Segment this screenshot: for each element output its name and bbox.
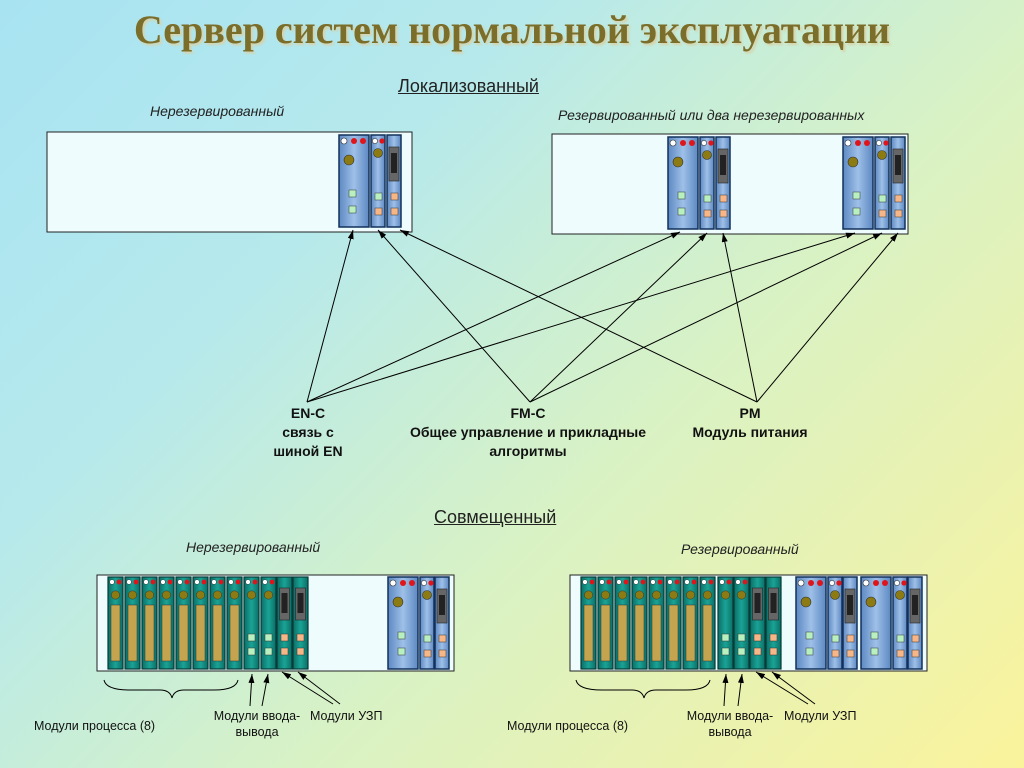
io-module: [717, 576, 734, 670]
en-c-desc-line1: связь с: [282, 424, 334, 440]
process-module: [158, 576, 175, 670]
process-module: [597, 576, 614, 670]
pm-module: [434, 576, 450, 670]
fm-c-module: [370, 134, 386, 228]
uzp-module: [292, 576, 309, 670]
io-module: [733, 576, 750, 670]
combined-redundant-chassis: [569, 574, 928, 672]
left-uzp-modules-label: Модули УЗП: [310, 709, 383, 723]
connector-arrows: [306, 229, 899, 403]
left-callouts: [103, 671, 341, 707]
io-module: [260, 576, 277, 670]
combined-heading: Совмещенный: [434, 507, 557, 527]
en-c-module: [338, 134, 370, 228]
process-module: [682, 576, 699, 670]
localized-redundant-chassis: [551, 133, 909, 235]
fm-c-module: [892, 576, 908, 670]
localized-nonredundant-label: Нерезервированный: [150, 103, 285, 119]
process-module: [209, 576, 226, 670]
process-module: [107, 576, 124, 670]
en-c-label: EN-C связь с шиной EN: [262, 404, 354, 461]
en-c-code: EN-C: [290, 405, 326, 421]
uzp-module: [765, 576, 782, 670]
process-module: [175, 576, 192, 670]
io-module: [243, 576, 260, 670]
left-process-modules-label: Модули процесса (8): [34, 719, 156, 733]
fm-c-module: [419, 576, 435, 670]
pm-module: [715, 136, 731, 230]
pm-module: [386, 134, 402, 228]
fm-c-desc-line2: алгоритмы: [489, 443, 567, 459]
right-io-line2: вывода: [708, 725, 752, 739]
left-io-line2: вывода: [235, 725, 279, 739]
fm-c-module: [874, 136, 890, 230]
en-c-module: [842, 136, 874, 230]
left-io-line1: Модули ввода-: [213, 709, 301, 723]
en-c-module: [795, 576, 827, 670]
pm-module: [890, 136, 906, 230]
en-c-module: [667, 136, 699, 230]
en-c-module: [387, 576, 419, 670]
process-module: [631, 576, 648, 670]
uzp-module: [276, 576, 293, 670]
pm-code: PM: [739, 405, 761, 421]
right-uzp-modules-label: Модули УЗП: [784, 709, 857, 723]
page-title: Сервер систем нормальной эксплуатации: [133, 7, 891, 52]
process-module: [648, 576, 665, 670]
fm-c-module: [699, 136, 715, 230]
combined-redundant-label: Резервированный: [681, 541, 799, 557]
process-module: [699, 576, 716, 670]
localized-nonredundant-chassis: [46, 131, 413, 233]
en-c-module: [860, 576, 892, 670]
right-callouts: [575, 671, 816, 707]
process-brace: [575, 679, 711, 699]
left-io-modules-label: Модули ввода- вывода: [207, 708, 307, 740]
right-process-modules-label: Модули процесса (8): [507, 719, 629, 733]
pm-label: PM Модуль питания: [675, 404, 825, 442]
fm-c-label: FM-C Общее управление и прикладные алгор…: [388, 404, 668, 461]
combined-nonredundant-label: Нерезервированный: [186, 539, 321, 555]
process-brace: [103, 679, 239, 699]
pm-module: [907, 576, 923, 670]
pm-module: [842, 576, 858, 670]
process-module: [141, 576, 158, 670]
process-module: [580, 576, 597, 670]
fm-c-module: [827, 576, 843, 670]
localized-heading: Локализованный: [398, 76, 539, 96]
en-c-desc-line2: шиной EN: [273, 443, 343, 459]
right-io-modules-label: Модули ввода- вывода: [680, 708, 780, 740]
process-module: [226, 576, 243, 670]
localized-redundant-label: Резервированный или два нерезервированны…: [558, 107, 865, 123]
fm-c-code: FM-C: [510, 405, 546, 421]
pm-desc-line1: Модуль питания: [692, 424, 808, 440]
process-module: [614, 576, 631, 670]
fm-c-desc-line1: Общее управление и прикладные: [409, 424, 647, 440]
process-module: [665, 576, 682, 670]
right-io-line1: Модули ввода-: [686, 709, 774, 723]
uzp-module: [749, 576, 766, 670]
process-module: [192, 576, 209, 670]
process-module: [124, 576, 141, 670]
combined-nonredundant-chassis: [96, 574, 455, 672]
